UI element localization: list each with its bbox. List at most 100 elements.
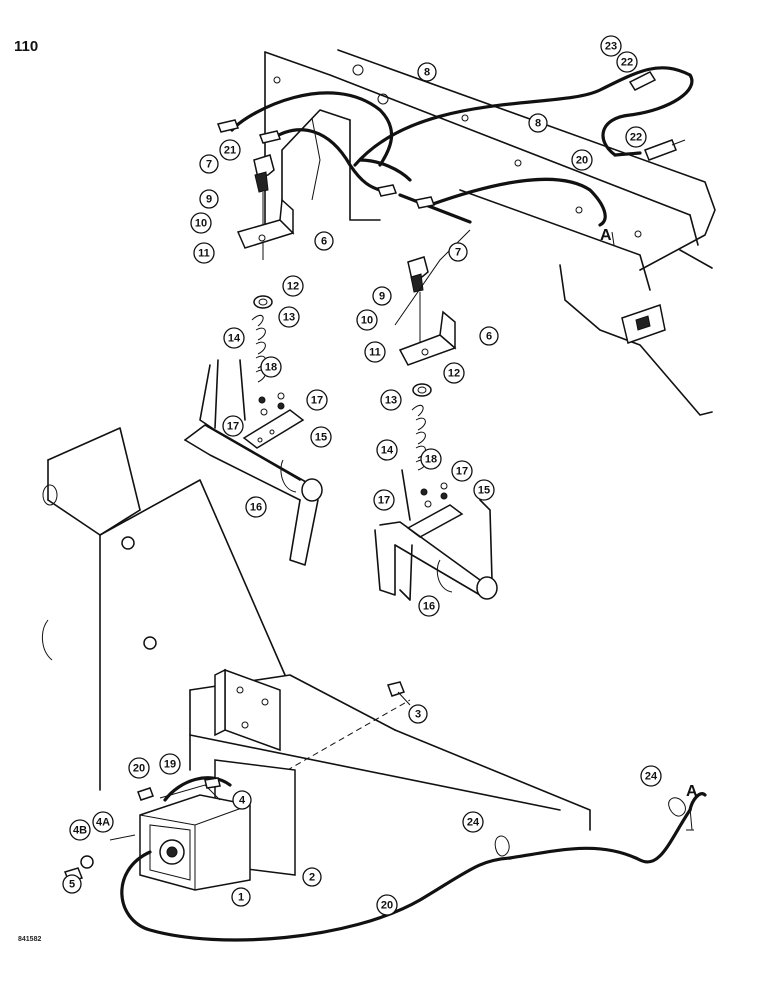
callout-circle (310, 426, 332, 448)
callout-12: 12 (443, 362, 465, 384)
buzzer-assembly (64, 759, 296, 891)
view-marker-upper: A (600, 227, 612, 244)
callout-16: 16 (418, 595, 440, 617)
callout-circle (245, 496, 267, 518)
callout-circle (190, 212, 212, 234)
callout-circle (408, 704, 428, 724)
callout-circle (600, 35, 622, 57)
callout-label: 18 (425, 454, 437, 466)
callout-label: 17 (227, 421, 239, 433)
callout-circle (231, 887, 251, 907)
callout-label: 20 (381, 900, 393, 912)
lower-frame (42, 427, 591, 831)
callout-circle (364, 341, 386, 363)
callout-label: 6 (486, 331, 492, 343)
callout-circle (159, 753, 181, 775)
drawing-code: 841582 (18, 936, 42, 943)
callout-circle (222, 415, 244, 437)
switch-assembly-left (184, 154, 323, 566)
callout-label: 15 (315, 432, 327, 444)
callout-label: 14 (381, 445, 394, 457)
callout-13: 13 (380, 389, 402, 411)
callout-label: 8 (535, 118, 541, 130)
callout-7: 7 (199, 154, 219, 174)
callout-label: 1 (238, 892, 244, 904)
callout-21: 21 (219, 139, 241, 161)
callout-circle (219, 139, 241, 161)
callout-label: 17 (378, 495, 390, 507)
callout-circle (282, 275, 304, 297)
callout-circle (479, 326, 499, 346)
callout-circle (69, 819, 91, 841)
callout-10: 10 (356, 309, 378, 331)
callout-circle (223, 327, 245, 349)
callout-16: 16 (245, 496, 267, 518)
callout-20: 20 (376, 894, 398, 916)
callout-9: 9 (372, 286, 392, 306)
view-marker-lower: A (686, 783, 698, 800)
callout-label: 11 (369, 347, 381, 359)
callout-13: 13 (278, 306, 300, 328)
callout-18: 18 (260, 356, 282, 378)
callout-circle (443, 362, 465, 384)
callout-circle (448, 242, 468, 262)
callout-20: 20 (571, 149, 593, 171)
callout-label: 13 (385, 395, 397, 407)
callout-label: 20 (576, 155, 588, 167)
callout-label: 2 (309, 872, 315, 884)
callout-label: 7 (206, 159, 212, 171)
callout-label: 14 (228, 333, 241, 345)
callout-circle (92, 811, 114, 833)
callout-label: 10 (195, 218, 207, 230)
callout-label: 16 (250, 502, 262, 514)
callout-label: 20 (133, 763, 145, 775)
callout-circle (128, 757, 150, 779)
callout-label: 22 (621, 57, 633, 69)
callout-18: 18 (420, 448, 442, 470)
switch-assembly-right (374, 229, 498, 601)
callout-circle (616, 51, 638, 73)
callout-2: 2 (302, 867, 322, 887)
callout-circle (417, 62, 437, 82)
callout-label: 15 (478, 485, 490, 497)
callout-label: 10 (361, 315, 373, 327)
callout-circle (376, 439, 398, 461)
callout-label: 5 (69, 879, 75, 891)
callout-5: 5 (62, 874, 82, 894)
upper-frame (264, 49, 716, 416)
callout-label: 6 (321, 236, 327, 248)
callout-circle (260, 356, 282, 378)
callout-label: 4A (96, 817, 110, 829)
callout-label: 18 (265, 362, 277, 374)
callout-14: 14 (376, 439, 398, 461)
callout-circle (372, 286, 392, 306)
callout-12: 12 (282, 275, 304, 297)
callout-4a: 4A (92, 811, 114, 833)
callout-24: 24 (640, 765, 662, 787)
callout-24: 24 (462, 811, 484, 833)
callout-23: 23 (600, 35, 622, 57)
callout-label: 3 (415, 709, 421, 721)
callout-circle (199, 189, 219, 209)
callout-15: 15 (310, 426, 332, 448)
callout-11: 11 (364, 341, 386, 363)
callout-1: 1 (231, 887, 251, 907)
callout-circle (306, 389, 328, 411)
callout-20: 20 (128, 757, 150, 779)
callout-circle (302, 867, 322, 887)
callout-label: 13 (283, 312, 295, 324)
callout-circle (380, 389, 402, 411)
callout-11: 11 (193, 242, 215, 264)
callout-8: 8 (417, 62, 437, 82)
callout-label: 19 (164, 759, 176, 771)
callout-22: 22 (625, 126, 647, 148)
callout-circle (314, 231, 334, 251)
callout-circle (418, 595, 440, 617)
callout-label: 9 (379, 291, 385, 303)
callout-label: 12 (287, 281, 299, 293)
callout-circle (373, 489, 395, 511)
callout-circle (62, 874, 82, 894)
page-number: 110 (14, 38, 39, 55)
